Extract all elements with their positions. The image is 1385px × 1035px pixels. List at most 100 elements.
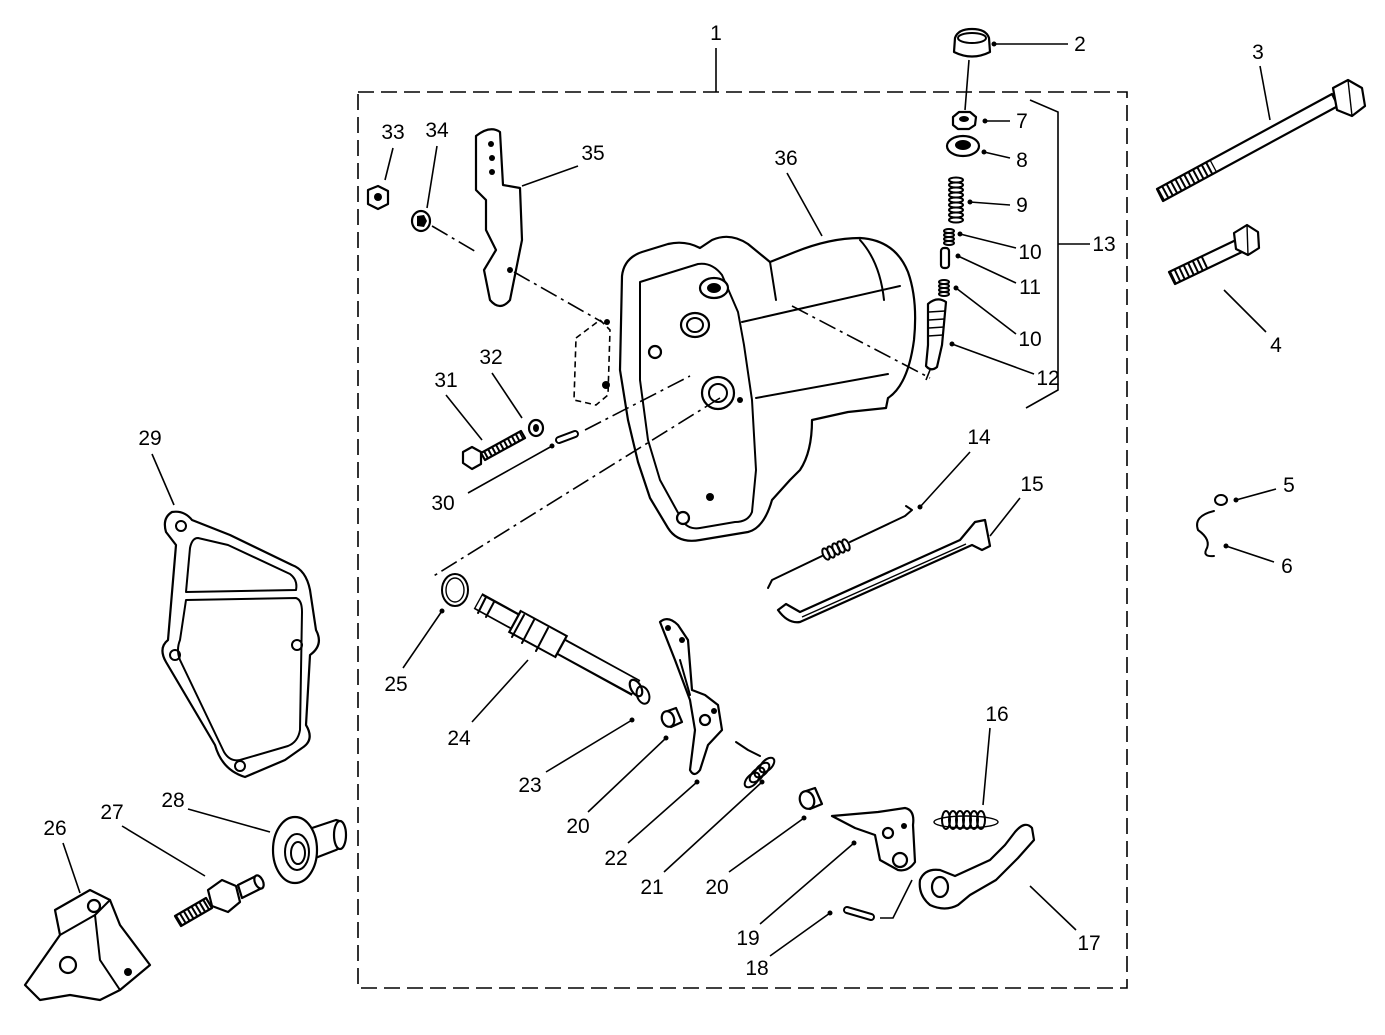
callout-14: 14 xyxy=(967,426,991,449)
leader-dot xyxy=(759,779,765,785)
part-o-ring xyxy=(441,573,469,607)
leader-line-20-lower xyxy=(728,817,805,873)
part-yoke xyxy=(23,888,152,1002)
leader-dot xyxy=(955,253,961,259)
part-hex-nut xyxy=(366,184,390,211)
leader-dot xyxy=(663,735,669,741)
part-nut-small xyxy=(951,110,978,131)
callout-12: 12 xyxy=(1036,367,1059,390)
callout-15: 15 xyxy=(1020,473,1043,496)
leader-line-27 xyxy=(121,825,206,877)
leader-line-9 xyxy=(969,201,1011,206)
part-bolt-small xyxy=(461,429,527,471)
callout-13: 13 xyxy=(1092,233,1115,256)
callout-36: 36 xyxy=(774,147,797,170)
callout-33: 33 xyxy=(381,121,404,144)
leader-line-26 xyxy=(62,842,81,894)
leader-line-8 xyxy=(983,151,1011,159)
callout-5: 5 xyxy=(1283,474,1295,497)
leader-line-20-upper xyxy=(587,737,667,813)
part-lever-bar xyxy=(776,518,992,624)
part-spring-small-upper xyxy=(943,228,955,246)
leader-dot xyxy=(957,231,963,237)
callout-18: 18 xyxy=(745,957,768,980)
leader-line-21 xyxy=(663,781,763,873)
leader-line-12 xyxy=(951,343,1035,375)
part-spring-clip xyxy=(1196,510,1215,558)
leader-line-33 xyxy=(384,147,394,181)
callout-35: 35 xyxy=(581,142,604,165)
callout-3: 3 xyxy=(1252,41,1264,64)
leader-line-19 xyxy=(759,842,855,925)
leader-line-30 xyxy=(467,445,553,494)
leader-line-5 xyxy=(1235,488,1277,501)
callout-25: 25 xyxy=(384,673,407,696)
callout-10-lower: 10 xyxy=(1018,328,1041,351)
leader-line-35 xyxy=(521,165,579,187)
leader-line-18 xyxy=(769,912,831,957)
part-stud xyxy=(173,874,265,928)
leader-line-28 xyxy=(187,808,271,833)
leader-dot xyxy=(967,199,973,205)
leader-dot xyxy=(1223,543,1229,549)
part-plunger xyxy=(924,298,948,381)
part-lock-washer xyxy=(410,209,479,254)
leader-dot xyxy=(629,717,635,723)
part-cap xyxy=(952,27,992,111)
leader-line-15 xyxy=(989,497,1021,537)
leader-dot xyxy=(439,608,445,614)
part-housing xyxy=(573,235,931,542)
callout-27: 27 xyxy=(100,801,123,824)
callout-23: 23 xyxy=(518,774,541,797)
leader-line-17 xyxy=(1029,885,1077,931)
callout-20-upper: 20 xyxy=(566,815,589,838)
leader-dot xyxy=(953,285,959,291)
part-actuating-lever xyxy=(918,823,1036,910)
callout-31: 31 xyxy=(434,369,457,392)
part-nut-jam xyxy=(527,418,545,438)
leader-line-23 xyxy=(545,719,633,773)
part-shift-lever xyxy=(474,128,603,323)
leader-line-16 xyxy=(982,727,991,806)
callout-2: 2 xyxy=(1074,33,1086,56)
callout-29: 29 xyxy=(138,427,161,450)
leader-dot xyxy=(851,840,857,846)
leader-line-29 xyxy=(151,453,175,506)
leader-dot xyxy=(801,815,807,821)
shaft-axis-line xyxy=(431,397,721,578)
callout-7: 7 xyxy=(1016,110,1028,133)
callout-17: 17 xyxy=(1077,932,1100,955)
leader-line-6 xyxy=(1225,545,1275,563)
part-bushing-lower xyxy=(798,786,824,811)
leader-line-25 xyxy=(402,610,443,669)
leader-line-14 xyxy=(919,451,971,508)
callout-28: 28 xyxy=(161,789,184,812)
assembly-boundary-frame xyxy=(357,91,1128,989)
leader-line-31 xyxy=(445,394,483,441)
leader-dot xyxy=(982,118,988,124)
callout-labels: 1 2 3 4 5 6 7 8 9 10 11 10 12 13 14 15 1… xyxy=(43,22,1295,980)
callout-8: 8 xyxy=(1016,149,1028,172)
callout-6: 6 xyxy=(1281,555,1293,578)
part-washer-seal xyxy=(945,134,981,158)
part-flange-bushing xyxy=(271,815,348,885)
part-spring-small-lower xyxy=(938,279,950,297)
part-bolt-short xyxy=(1167,223,1261,286)
leader-line-34 xyxy=(426,145,438,209)
callout-20-lower: 20 xyxy=(705,876,728,899)
part-retaining-ring xyxy=(635,685,651,705)
leader-dot xyxy=(694,779,700,785)
part-shift-fork xyxy=(658,618,724,776)
callout-10-upper: 10 xyxy=(1018,241,1041,264)
callout-22: 22 xyxy=(604,847,627,870)
leader-bracket-13 xyxy=(1025,99,1059,409)
callout-19: 19 xyxy=(736,927,759,950)
part-bracket xyxy=(830,806,917,872)
callout-24: 24 xyxy=(447,727,471,750)
callout-30: 30 xyxy=(431,492,454,515)
callout-4: 4 xyxy=(1270,334,1282,357)
callout-16: 16 xyxy=(985,703,1008,726)
leader-line-36 xyxy=(786,172,823,237)
part-return-spring xyxy=(933,810,999,830)
